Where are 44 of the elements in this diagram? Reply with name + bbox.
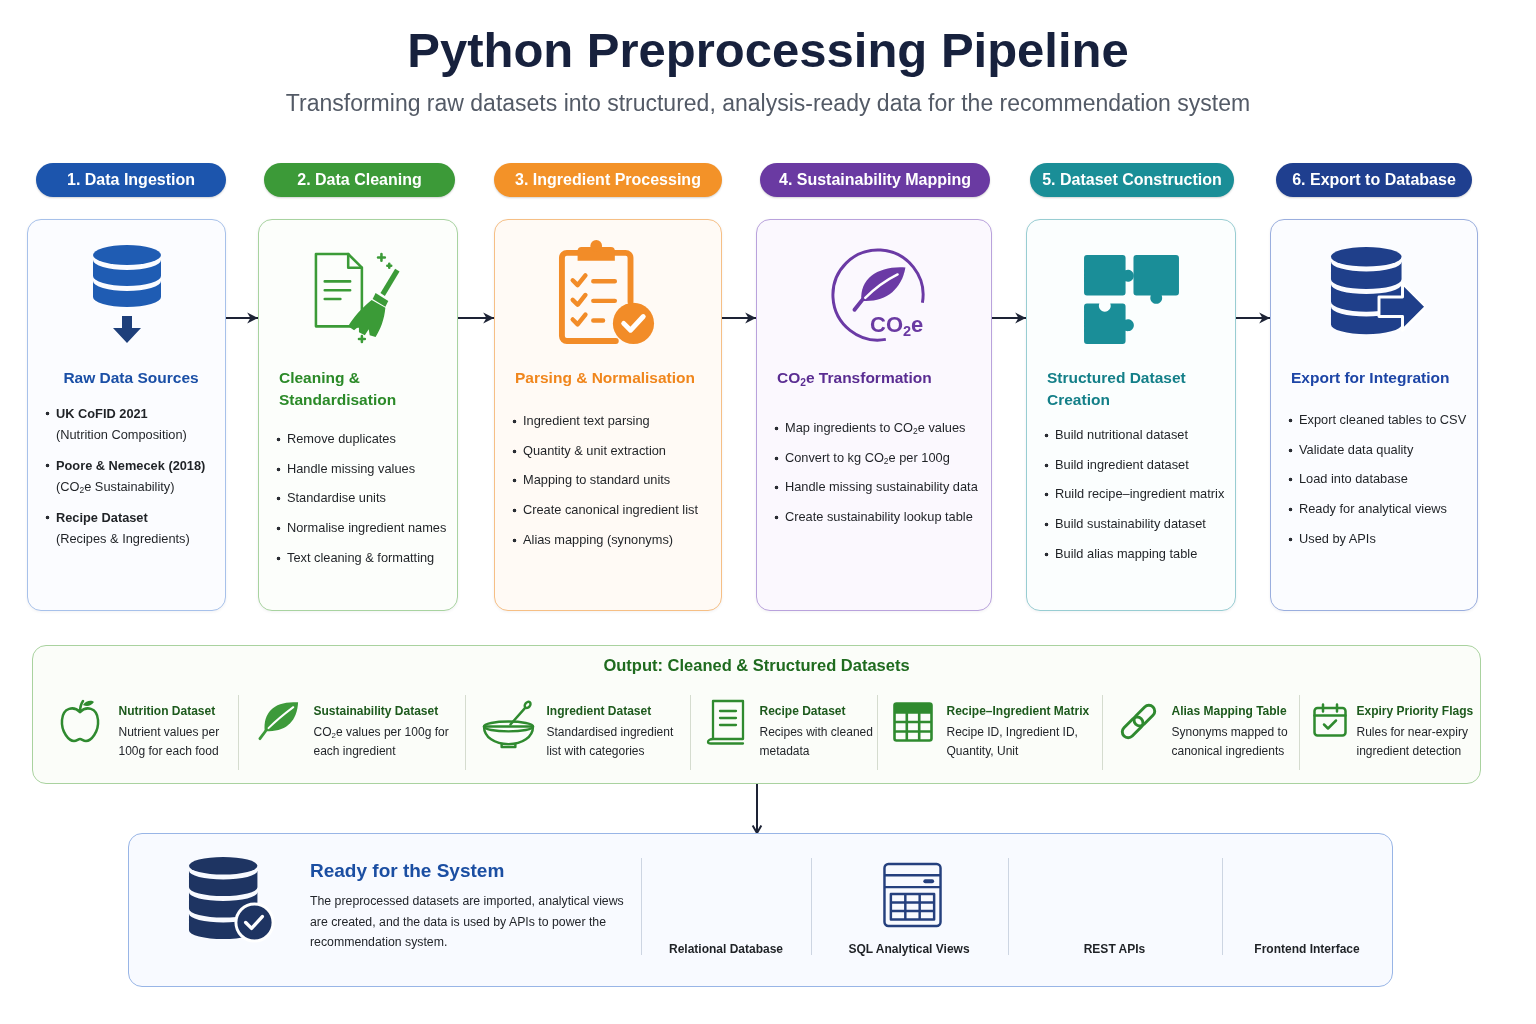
- subtitle: Transforming raw datasets into structured, analysis-ready data for the recommendation system: [285, 89, 1251, 117]
- item-description: Rules for near-expiry ingredient detection: [1356, 724, 1469, 760]
- output-panel: [32, 645, 1481, 784]
- item-title: Alias Mapping Table: [1171, 702, 1287, 719]
- item-title: Nutrition Dataset: [118, 702, 216, 719]
- item-description: Nutrient values per 100g for each food: [118, 724, 221, 760]
- card-heading: Raw Data Sources: [63, 368, 199, 388]
- icon-label: CO$_{2}$e: [870, 312, 924, 338]
- card-heading: Parsing & Normalisation: [515, 368, 695, 388]
- step-heading: 1. Data Ingestion: [36, 163, 226, 197]
- arrow: [991, 312, 1027, 324]
- card-heading: Structured Dataset Creation: [1047, 368, 1187, 410]
- component-title: Frontend Interface: [1254, 940, 1360, 957]
- item-description: Standardised ingredient list with categories: [546, 724, 675, 760]
- panel-heading: Ready for the System: [310, 859, 505, 883]
- step-heading: 4. Sustainability Mapping: [760, 163, 990, 197]
- arrow: [721, 312, 757, 324]
- arrow: [751, 783, 763, 834]
- diagram-title: Python Preprocessing Pipeline: [407, 22, 1129, 79]
- item-description: Synonyms mapped to canonical ingredients: [1171, 724, 1289, 760]
- component-title: Relational Database: [668, 940, 783, 957]
- step-heading: 6. Export to Database: [1276, 163, 1472, 197]
- component-title: SQL Analytical Views: [848, 940, 970, 957]
- item-title: Ingredient Dataset: [546, 702, 652, 719]
- item-description: Recipes with cleaned metadata: [759, 724, 874, 760]
- item-title: Expiry Priority Flags: [1356, 702, 1474, 719]
- item-title: Recipe Dataset: [759, 702, 846, 719]
- item-title: Recipe–Ingredient Matrix: [946, 702, 1090, 719]
- step-heading: 2. Data Cleaning: [264, 163, 455, 197]
- item-description: CO$_{2}$e values per 100g for each ingredient: [313, 724, 450, 760]
- summary-panel: [128, 833, 1393, 987]
- card-heading: Export for Integration: [1291, 368, 1450, 388]
- arrow: [1235, 312, 1271, 324]
- arrow: [457, 312, 495, 324]
- arrow: [225, 312, 259, 324]
- card-heading: Cleaning & Standardisation: [279, 368, 398, 410]
- component-title: REST APIs: [1083, 940, 1146, 957]
- step-heading: 3. Ingredient Processing: [494, 163, 722, 197]
- item-title: Sustainability Dataset: [313, 702, 439, 719]
- card-heading: CO$_{2}$e Transformation: [777, 368, 932, 389]
- step-heading: 5. Dataset Construction: [1030, 163, 1234, 197]
- panel-description: The preprocessed datasets are imported, analytical views are created, and the data is used by APIs to power the recommendation system.: [310, 893, 625, 951]
- panel-title: Output: Cleaned & Structured Datasets: [603, 655, 910, 675]
- item-description: Recipe ID, Ingredient ID, Quantity, Unit: [946, 724, 1079, 760]
